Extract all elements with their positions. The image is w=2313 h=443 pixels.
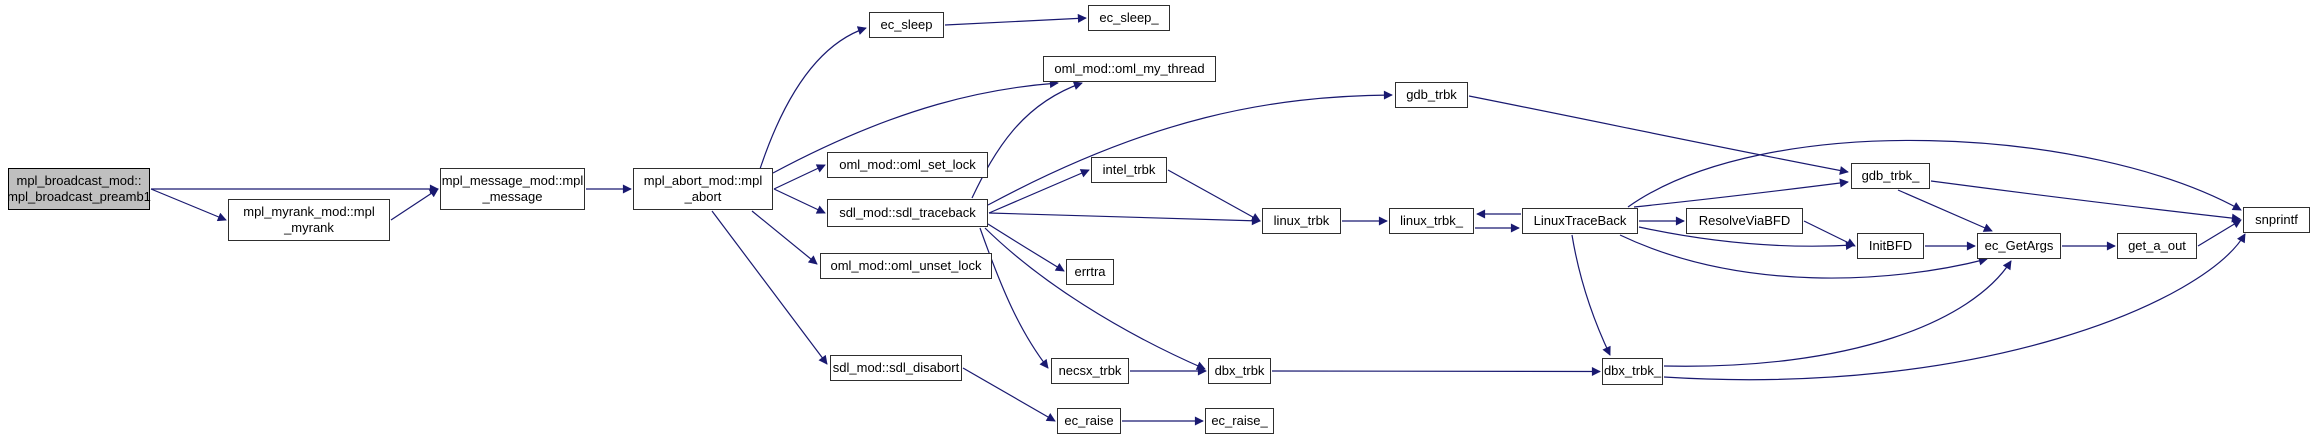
graph-node-dbx_trbk_[interactable]: dbx_trbk_ — [1602, 358, 1663, 385]
edge-sdl_traceback-to-errtra — [987, 223, 1065, 272]
graph-node-mpl_myrank[interactable]: mpl_myrank_mod::mpl _myrank — [228, 199, 390, 241]
graph-node-oml_set_lock[interactable]: oml_mod::oml_set_lock — [827, 152, 988, 178]
graph-node-mpl_broadcast_preamb1[interactable]: mpl_broadcast_mod:: mpl_broadcast_preamb… — [7, 168, 151, 210]
edge-LinuxTraceBack-to-ec_GetArgs — [1619, 234, 1988, 279]
edge-mpl_abort-to-sdl_traceback — [773, 188, 826, 214]
edge-dbx_trbk_-to-snprintf — [1663, 233, 2246, 381]
graph-node-ec_GetArgs[interactable]: ec_GetArgs — [1977, 233, 2061, 259]
edge-sdl_traceback-to-oml_my_thread — [971, 81, 1083, 199]
graph-node-mpl_message[interactable]: mpl_message_mod::mpl _message — [440, 168, 585, 210]
edge-gdb_trbk_-to-ec_GetArgs — [1897, 189, 1993, 232]
graph-node-sdl_traceback[interactable]: sdl_mod::sdl_traceback — [827, 199, 988, 227]
graph-node-errtra[interactable]: errtra — [1066, 259, 1114, 285]
edge-LinuxTraceBack-to-gdb_trbk_ — [1633, 178, 1849, 208]
edge-mpl_abort-to-oml_set_lock — [773, 164, 826, 190]
edge-sdl_traceback-to-intel_trbk — [988, 169, 1090, 214]
graph-node-necsx_trbk[interactable]: necsx_trbk — [1051, 358, 1129, 384]
graph-node-dbx_trbk[interactable]: dbx_trbk — [1208, 358, 1271, 384]
edge-intel_trbk-to-linux_trbk — [1167, 169, 1261, 222]
graph-node-linux_trbk[interactable]: linux_trbk — [1262, 208, 1341, 234]
edge-sdl_traceback-to-gdb_trbk — [987, 90, 1393, 206]
graph-node-get_a_out[interactable]: get_a_out — [2117, 233, 2197, 259]
edge-mpl_abort-to-ec_sleep — [759, 26, 867, 170]
graph-node-InitBFD[interactable]: InitBFD — [1857, 233, 1924, 259]
graph-node-ec_sleep[interactable]: ec_sleep — [869, 12, 944, 38]
edge-ec_sleep-to-ec_sleep_ — [944, 13, 1087, 26]
graph-node-gdb_trbk[interactable]: gdb_trbk — [1395, 82, 1468, 108]
graph-node-gdb_trbk_[interactable]: gdb_trbk_ — [1851, 163, 1930, 189]
graph-node-snprintf[interactable]: snprintf — [2243, 207, 2310, 233]
graph-node-intel_trbk[interactable]: intel_trbk — [1091, 157, 1167, 183]
edge-ResolveViaBFD-to-InitBFD — [1803, 220, 1856, 247]
graph-node-ec_raise[interactable]: ec_raise — [1057, 408, 1121, 434]
edge-mpl_broadcast_preamb1-to-mpl_myrank — [150, 188, 227, 222]
edge-sdl_traceback-to-necsx_trbk — [979, 227, 1049, 369]
graph-node-ResolveViaBFD[interactable]: ResolveViaBFD — [1686, 208, 1803, 234]
edge-sdl_traceback-to-linux_trbk — [988, 212, 1261, 226]
edge-LinuxTraceBack-to-snprintf — [1627, 139, 2242, 211]
edge-mpl_myrank-to-mpl_message — [390, 188, 439, 221]
edge-LinuxTraceBack-to-InitBFD — [1638, 226, 1855, 250]
edge-gdb_trbk_-to-snprintf — [1930, 180, 2241, 223]
edge-dbx_trbk_-to-ec_GetArgs — [1663, 260, 2012, 367]
graph-node-oml_unset_lock[interactable]: oml_mod::oml_unset_lock — [820, 253, 992, 279]
edge-LinuxTraceBack-to-dbx_trbk_ — [1571, 234, 1611, 356]
edge-dbx_trbk-to-dbx_trbk_ — [1271, 366, 1601, 376]
graph-node-ec_raise_[interactable]: ec_raise_ — [1205, 408, 1274, 434]
edge-mpl_abort-to-oml_my_thread — [772, 79, 1059, 174]
edge-gdb_trbk-to-gdb_trbk_ — [1468, 95, 1849, 175]
graph-node-ec_sleep_[interactable]: ec_sleep_ — [1088, 5, 1170, 31]
graph-node-LinuxTraceBack[interactable]: LinuxTraceBack — [1522, 208, 1638, 234]
edge-mpl_abort-to-sdl_disabort — [711, 210, 828, 365]
graph-node-mpl_abort[interactable]: mpl_abort_mod::mpl _abort — [633, 168, 773, 210]
graph-node-oml_my_thread[interactable]: oml_mod::oml_my_thread — [1043, 56, 1216, 82]
edge-sdl_disabort-to-ec_raise — [962, 367, 1056, 422]
edge-get_a_out-to-snprintf — [2197, 219, 2242, 247]
graph-node-sdl_disabort[interactable]: sdl_mod::sdl_disabort — [830, 355, 962, 381]
edge-mpl_abort-to-oml_unset_lock — [751, 210, 818, 265]
graph-node-linux_trbk_[interactable]: linux_trbk_ — [1389, 208, 1474, 234]
edge-sdl_traceback-to-dbx_trbk — [984, 227, 1206, 370]
